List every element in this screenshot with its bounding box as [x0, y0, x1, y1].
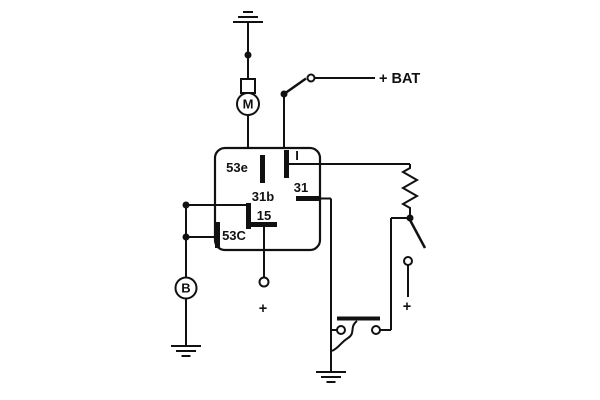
- pin-bar-53c: [215, 222, 220, 248]
- pin-bar-31b: [246, 203, 251, 229]
- battery-terminal-label: + BAT: [379, 71, 420, 87]
- pin-label-53c: 53C: [222, 228, 246, 243]
- contact-circle-left: [336, 325, 346, 335]
- pin-bar-15: [251, 222, 277, 227]
- motor-brush-box: [240, 78, 256, 94]
- switch-contact-circle-top: [306, 73, 316, 83]
- pin-bar-53e: [260, 155, 265, 183]
- pin-label-i: I: [295, 148, 299, 163]
- switch-blade-top: [283, 77, 307, 96]
- motor-label: M: [243, 97, 254, 112]
- contact-circle-right: [371, 325, 381, 335]
- ground-symbol-center: [316, 371, 346, 383]
- terminal-circle-center: [258, 276, 270, 288]
- switch-blade-right: [408, 219, 427, 249]
- pin-label-15: 15: [257, 208, 271, 223]
- junction-dot-top: [244, 51, 252, 59]
- pin-label-53e: 53e: [226, 160, 248, 175]
- thermal-wire-squiggle: [331, 320, 358, 352]
- ground-symbol-left: [171, 345, 201, 357]
- pin-bar-i: [284, 150, 289, 178]
- pin-label-31: 31: [294, 180, 308, 195]
- resistor-zigzag: [400, 164, 420, 218]
- pin-bar-31: [296, 196, 320, 201]
- ground-symbol-top: [233, 11, 263, 23]
- plus-label-right: +: [403, 299, 411, 315]
- b-unit-label: B: [181, 281, 190, 296]
- plus-label-center: +: [259, 301, 267, 317]
- pin-label-31b: 31b: [252, 189, 274, 204]
- switch-contact-circle-right: [403, 256, 413, 266]
